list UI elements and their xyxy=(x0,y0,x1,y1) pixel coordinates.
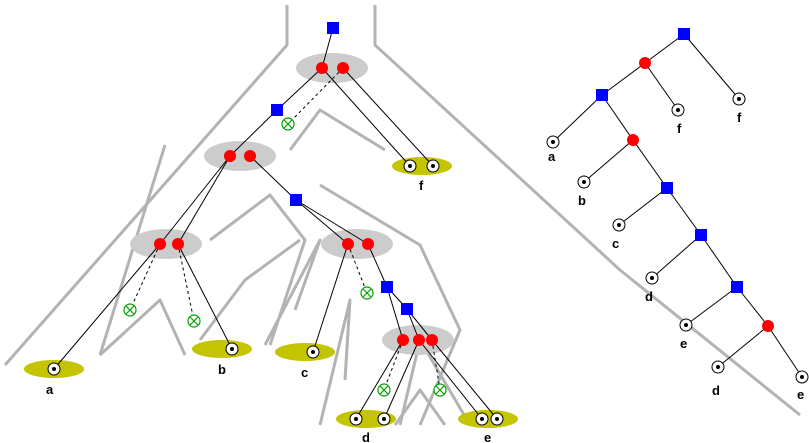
extant-gene-icon xyxy=(679,318,693,332)
speciation-node xyxy=(381,281,393,293)
gene-tree-edges xyxy=(552,33,803,378)
gene-tree-leaf-labels: a b c d e d e f f xyxy=(548,110,804,402)
duplication-node xyxy=(413,334,425,346)
embedded-leaf-labels: a b c d e f xyxy=(46,178,491,443)
duplication-node xyxy=(426,334,438,346)
loss-icon xyxy=(377,383,391,397)
extant-gene-icon xyxy=(349,412,363,426)
speciation-node xyxy=(271,104,283,116)
speciation-node xyxy=(596,89,608,101)
speciation-node xyxy=(401,303,413,315)
loss-icon xyxy=(433,383,447,397)
extant-gene-icon xyxy=(490,412,504,426)
leaf-ellipse-b xyxy=(192,340,252,358)
duplication-node xyxy=(627,134,639,146)
gene-tree-leaf-nodes xyxy=(546,92,809,384)
duplication-node xyxy=(154,238,166,250)
duplication-node xyxy=(762,320,774,332)
loss-branches xyxy=(129,67,441,391)
gene-tree-speciation-nodes xyxy=(596,28,743,293)
extant-gene-icon xyxy=(225,342,239,356)
extant-gene-icon xyxy=(645,271,659,285)
speciation-node xyxy=(731,281,743,293)
gene-leaf-label-f2: f xyxy=(737,110,742,125)
duplication-node xyxy=(172,238,184,250)
extant-gene-icon xyxy=(475,412,489,426)
speciation-node xyxy=(290,194,302,206)
leaf-label-b: b xyxy=(218,362,226,377)
speciation-node xyxy=(327,22,339,34)
gene-leaf-label-e: e xyxy=(680,336,687,351)
duplication-ellipse-c xyxy=(321,229,393,259)
gene-leaf-label-f: f xyxy=(677,121,682,136)
duplication-node xyxy=(639,57,651,69)
speciation-node xyxy=(661,182,673,194)
duplication-ellipse-left xyxy=(204,141,276,171)
gene-leaf-label-d2: d xyxy=(712,383,720,398)
extant-gene-icon xyxy=(577,175,591,189)
loss-icon xyxy=(281,117,295,131)
embedded-speciation-nodes xyxy=(271,22,413,315)
duplication-node xyxy=(362,238,374,250)
gene-leaf-label-c: c xyxy=(612,236,619,251)
extant-gene-icon xyxy=(377,412,391,426)
gene-leaf-label-d: d xyxy=(645,289,653,304)
leaf-label-f: f xyxy=(419,178,424,193)
duplication-node xyxy=(316,62,328,74)
leaf-label-e: e xyxy=(484,430,491,443)
extant-gene-icon xyxy=(403,159,417,173)
loss-icon xyxy=(123,303,137,317)
extant-gene-icon xyxy=(612,218,626,232)
leaf-ellipse-c xyxy=(275,343,335,361)
gene-leaf-label-e2: e xyxy=(797,387,804,402)
extant-gene-icon xyxy=(711,360,725,374)
duplication-node xyxy=(337,62,349,74)
duplication-node xyxy=(224,150,236,162)
speciation-node xyxy=(695,229,707,241)
loss-icon xyxy=(360,286,374,300)
extant-gene-icon xyxy=(306,345,320,359)
duplication-node xyxy=(342,238,354,250)
leaf-label-c: c xyxy=(301,365,308,380)
duplication-node xyxy=(397,334,409,346)
speciation-node xyxy=(678,28,690,40)
embedded-duplication-nodes xyxy=(154,62,438,346)
extant-gene-icon xyxy=(426,159,440,173)
loss-markers xyxy=(123,117,447,397)
extant-gene-icon xyxy=(795,370,809,384)
extant-gene-icon xyxy=(732,92,746,106)
leaf-label-d: d xyxy=(362,430,370,443)
gene-leaf-label-a: a xyxy=(548,149,556,164)
species-tree-outline xyxy=(3,5,801,426)
gene-tree-duplication-nodes xyxy=(627,57,774,332)
loss-icon xyxy=(187,314,201,328)
duplication-node xyxy=(244,150,256,162)
leaf-ellipse-f xyxy=(392,157,452,175)
extant-gene-icon xyxy=(47,362,61,376)
gene-leaf-label-b: b xyxy=(578,193,586,208)
extant-gene-icon xyxy=(671,103,685,117)
embedded-leaf-nodes xyxy=(47,159,504,426)
embedded-gene-edges xyxy=(53,27,498,420)
extant-gene-icon xyxy=(546,135,560,149)
leaf-label-a: a xyxy=(46,382,54,397)
